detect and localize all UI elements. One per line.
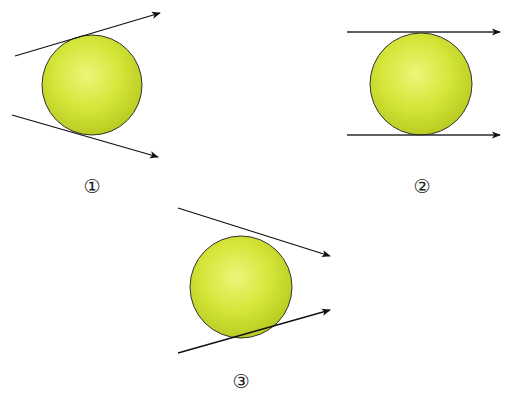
ball [190, 236, 292, 338]
ball [370, 33, 472, 135]
flow-arrow [347, 31, 500, 32]
callout-number: ③ [232, 372, 249, 391]
flow-arrow [178, 208, 330, 256]
callout-number: ① [83, 177, 100, 196]
ball [42, 35, 142, 135]
flow-arrow [15, 13, 160, 56]
flow-arrow [178, 310, 330, 353]
flow-arrow [347, 134, 500, 135]
callout-number: ② [413, 177, 430, 196]
flow-arrow [12, 115, 158, 157]
